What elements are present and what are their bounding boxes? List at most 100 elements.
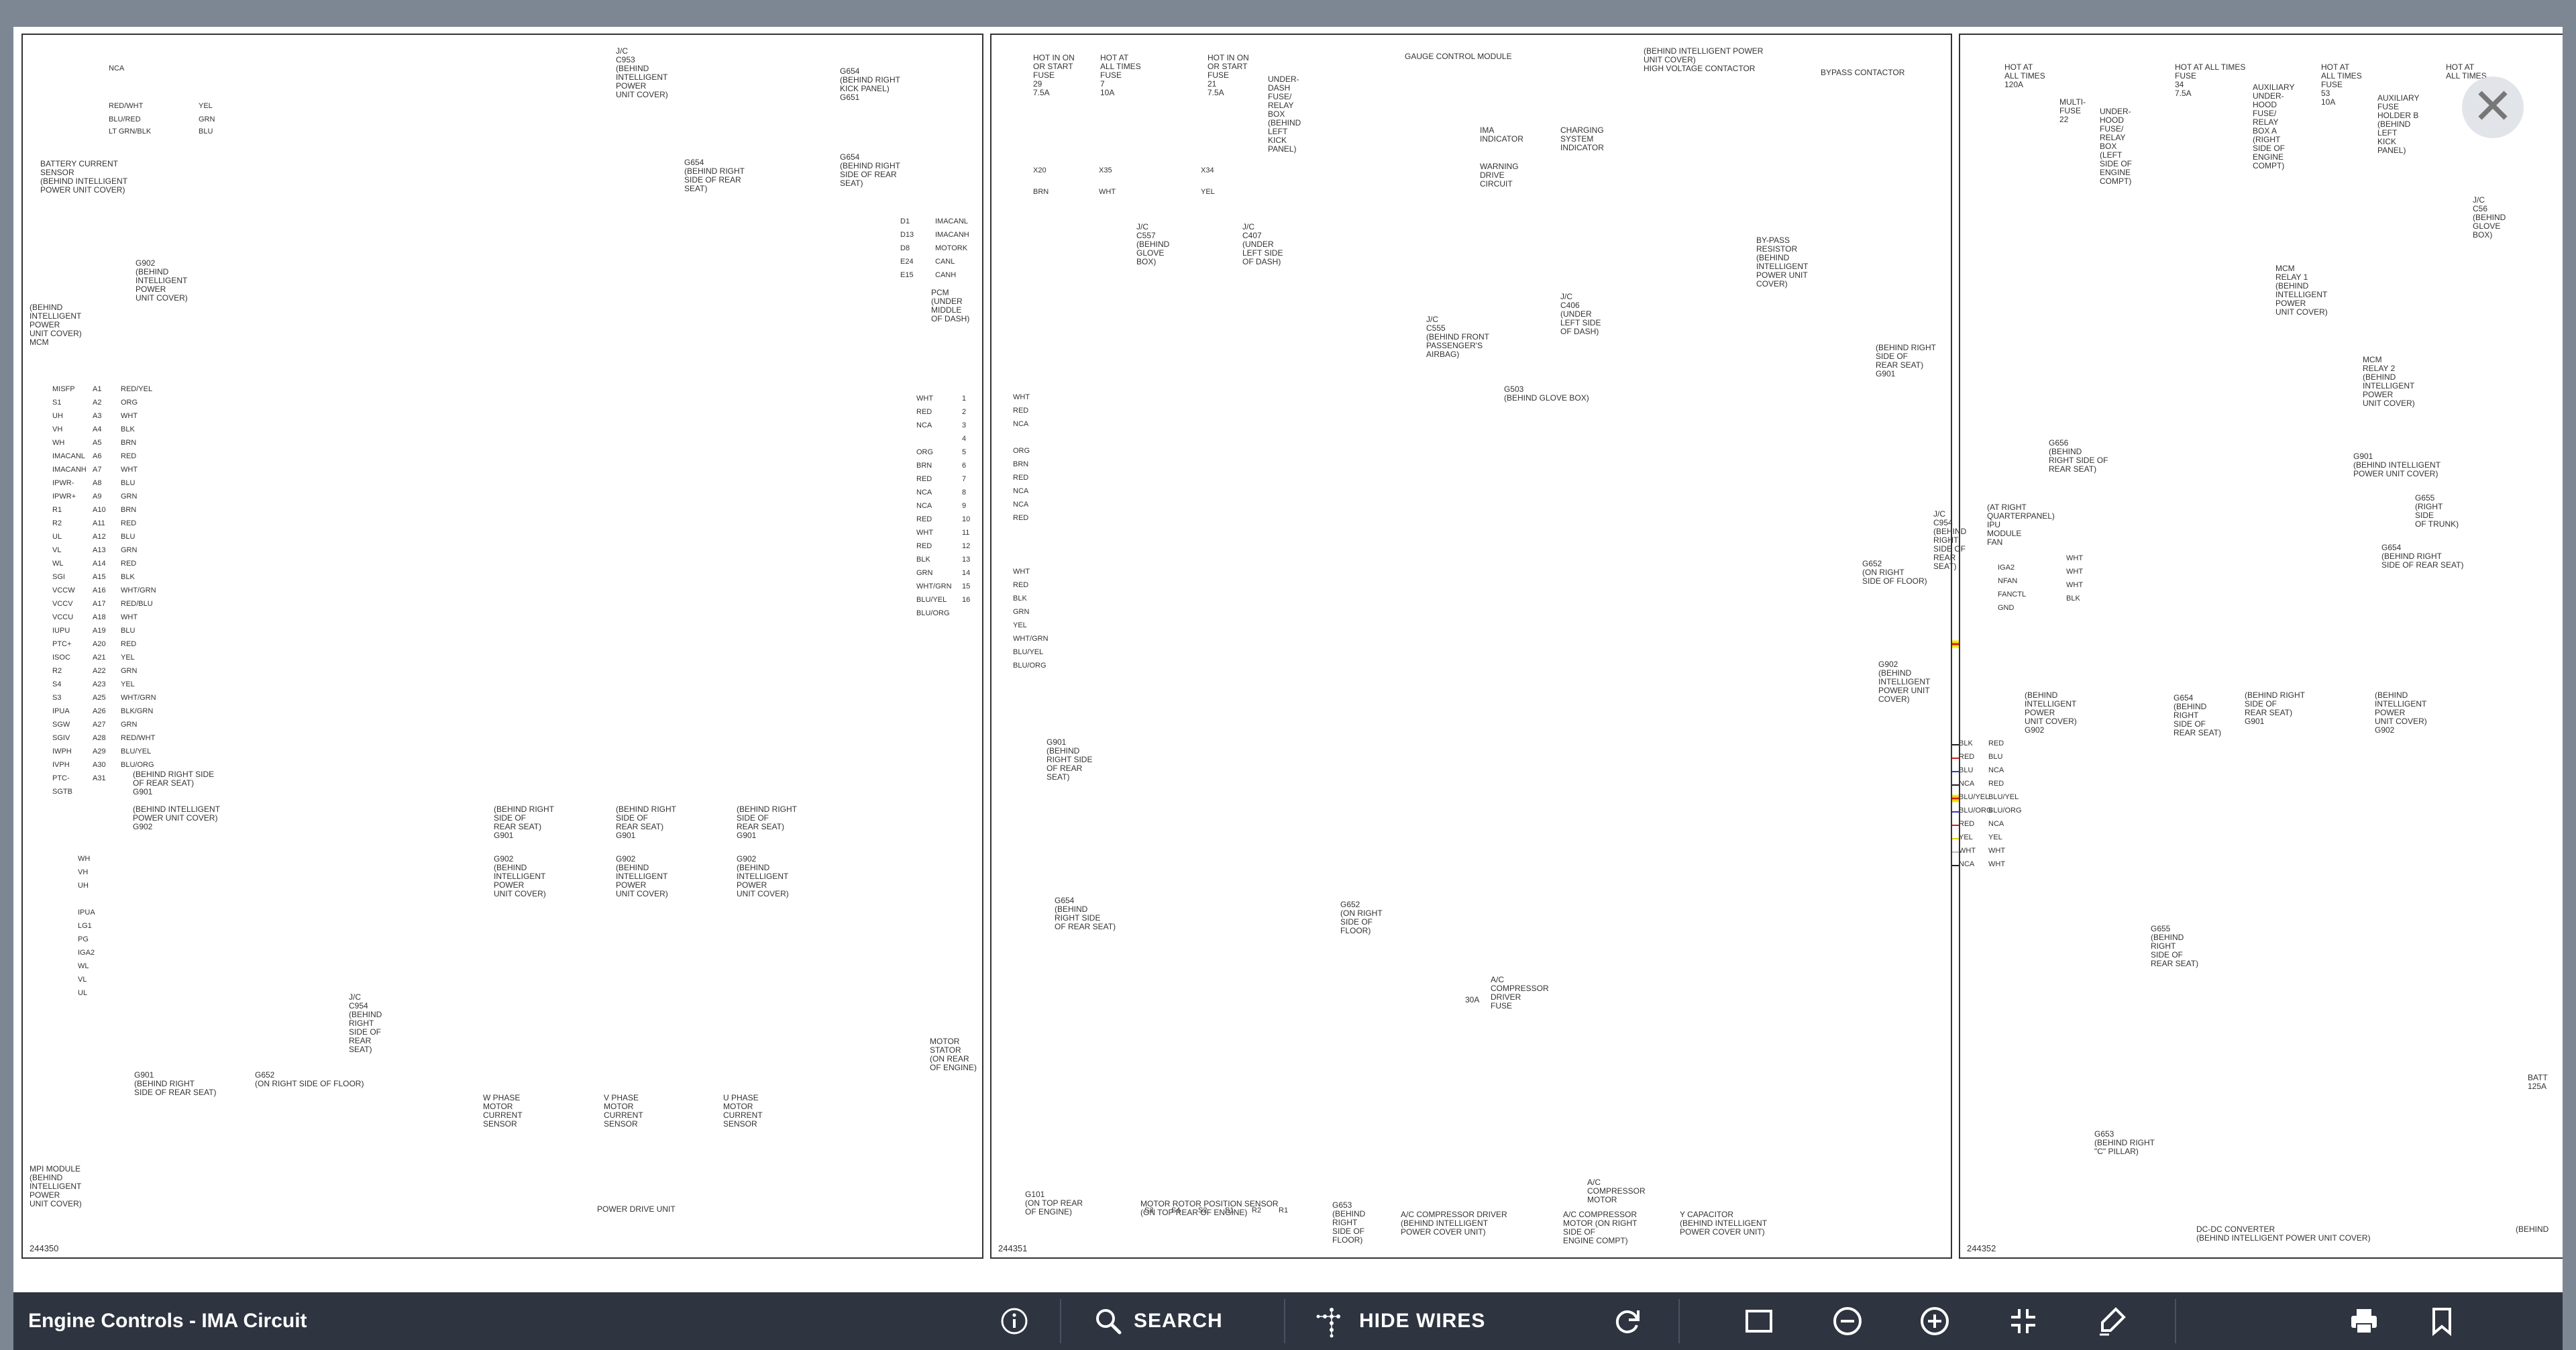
mcm-pin-number: A11: [93, 519, 105, 527]
zoom-out-button[interactable]: [1821, 1292, 1874, 1350]
mpi-pin-name: IGA2: [78, 949, 95, 957]
multi-fuse-label: MULTI- FUSE 22: [2059, 97, 2086, 124]
wire-color: RED: [916, 408, 932, 416]
charging-indicator-label: CHARGING SYSTEM INDICATOR: [1560, 125, 1604, 152]
page-id: 244352: [1967, 1243, 1996, 1253]
info-button[interactable]: [987, 1292, 1041, 1350]
g901-label: G901 (BEHIND RIGHT SIDE OF REAR SEAT): [1046, 737, 1093, 782]
close-button[interactable]: ✕: [2462, 76, 2524, 138]
pcm-pin-number: D1: [900, 217, 910, 225]
rotor-sensor-pin: S3: [1144, 1206, 1154, 1214]
mcm-pin-name: S4: [52, 680, 62, 688]
mcm-pin-number: A23: [93, 680, 106, 688]
ima-indicator-label: IMA INDICATOR: [1480, 125, 1523, 144]
hide-wires-button[interactable]: HIDE WIRES: [1315, 1292, 1529, 1350]
motor-stator-label: MOTOR STATOR (ON REAR OF ENGINE): [930, 1037, 977, 1072]
wire-label: GRN: [199, 115, 215, 123]
wire-number: 15: [962, 582, 971, 590]
mcm-pin-name: MISFP: [52, 385, 75, 393]
mcm-pin-number: A12: [93, 533, 106, 541]
mpi-pin-name: LG1: [78, 922, 92, 930]
mcm-pin-number: A13: [93, 546, 106, 554]
fuse-pin: X34: [1201, 166, 1214, 174]
mpi-pin-name: PG: [78, 935, 89, 943]
mcm-pin-name: WH: [52, 439, 65, 447]
wire-number: 2: [962, 408, 967, 416]
search-button[interactable]: SEARCH: [1093, 1292, 1295, 1350]
toolbar-divider: [1060, 1299, 1061, 1343]
mcm-pin-number: A7: [93, 466, 102, 474]
wire-color: WHT: [916, 395, 934, 403]
mpi-pin-name: WL: [78, 962, 89, 970]
dc-dc-converter-label: DC-DC CONVERTER (BEHIND INTELLIGENT POWE…: [2196, 1225, 2371, 1243]
mcm-wire-color: GRN: [121, 546, 138, 554]
mcm-wire-color: GRN: [121, 667, 138, 675]
fullscreen-button[interactable]: [1996, 1292, 2050, 1350]
fuse-34-label: HOT AT ALL TIMES FUSE 34 7.5A: [2175, 62, 2246, 98]
bookmark-button[interactable]: [2415, 1292, 2469, 1350]
g902-label: (BEHIND INTELLIGENT POWER UNIT COVER) G9…: [133, 804, 221, 831]
wire-number: 12: [962, 542, 971, 550]
fit-page-icon: [1746, 1310, 1772, 1333]
mcm-pin-name: SGIV: [52, 734, 70, 742]
g901-label: (BEHIND RIGHT SIDE OF REAR SEAT) G901: [133, 770, 215, 796]
g653-label: G653 (BEHIND RIGHT "C" PILLAR): [2094, 1129, 2155, 1156]
pcm-pin-name: IMACANL: [935, 217, 968, 225]
fan-pin-name: IGA2: [1998, 564, 2015, 572]
mcm-wire-color: RED: [121, 452, 137, 460]
pcm-pin-number: D8: [900, 244, 910, 252]
wire-color: BLU/ORG: [1013, 662, 1046, 670]
aux-fuse-holder-label: AUXILIARY FUSE HOLDER B (BEHIND LEFT KIC…: [2377, 93, 2420, 155]
mcm-wire-color: RED/BLU: [121, 600, 153, 608]
mcm-pin-name: IPWR+: [52, 492, 76, 501]
wire-color: BRN: [1013, 460, 1029, 468]
wire-color: RED: [1013, 581, 1029, 589]
ipu-module-fan-label: (AT RIGHT QUARTERPANEL) IPU MODULE FAN: [1987, 503, 2055, 547]
pcm-pin-number: E15: [900, 271, 914, 279]
wire-color: NCA: [1959, 860, 1975, 868]
fan-wire-color: BLK: [2066, 594, 2080, 603]
fit-page-button[interactable]: [1732, 1292, 1786, 1350]
wire-color: NCA: [1013, 487, 1029, 495]
mcm-pin-number: A18: [93, 613, 106, 621]
mcm-pin-name: IPUA: [52, 707, 70, 715]
jc-c555-label: J/C C555 (BEHIND FRONT PASSENGER'S AIRBA…: [1426, 315, 1489, 359]
g654-label: G654 (BEHIND RIGHT SIDE OF REAR SEAT): [840, 152, 900, 188]
bookmark-icon: [2432, 1308, 2451, 1337]
wire-color: BRN: [916, 462, 932, 470]
wire-color: NCA: [1988, 820, 2004, 828]
mcm-wire-color: WHT: [121, 412, 138, 420]
pcm-pin-number: D13: [900, 231, 914, 239]
wire-number: 13: [962, 556, 971, 564]
behind-label: (BEHIND: [2516, 1225, 2549, 1234]
wire-color: RED: [1959, 753, 1975, 761]
mcm-pin-name: PTC-: [52, 774, 70, 782]
g652-label: G652 (ON RIGHT SIDE OF FLOOR): [1340, 900, 1383, 935]
mcm-relay-1-label: MCM RELAY 1 (BEHIND INTELLIGENT POWER UN…: [2275, 264, 2328, 317]
document-title: Engine Controls - IMA Circuit: [28, 1310, 307, 1332]
mcm-pin-name: VL: [52, 546, 62, 554]
zoom-in-button[interactable]: [1908, 1292, 1962, 1350]
pcm-pin-name: IMACANH: [935, 231, 969, 239]
w-phase-sensor-label: W PHASE MOTOR CURRENT SENSOR: [483, 1093, 523, 1129]
fuse-21-label: HOT IN ON OR START FUSE 21 7.5A: [1208, 53, 1249, 97]
g503-label: G503 (BEHIND GLOVE BOX): [1504, 384, 1589, 403]
diagram-page-1: 244350: [21, 34, 983, 1259]
print-button[interactable]: [2337, 1292, 2391, 1350]
mcm-pin-name: VH: [52, 425, 63, 433]
mcm-wire-color: BLK/GRN: [121, 707, 154, 715]
wire-color: YEL: [1988, 833, 2002, 841]
mcm-relay-2-label: MCM RELAY 2 (BEHIND INTELLIGENT POWER UN…: [2363, 355, 2415, 408]
refresh-button[interactable]: [1601, 1292, 1654, 1350]
mcm-pin-name: SGTB: [52, 788, 72, 796]
info-icon: [1001, 1308, 1028, 1335]
g654-label: G654 (BEHIND RIGHT SIDE OF REAR SEAT): [1055, 896, 1116, 931]
bypass-resistor-label: BY-PASS RESISTOR (BEHIND INTELLIGENT POW…: [1756, 236, 1809, 289]
mcm-pin-number: A6: [93, 452, 102, 460]
diagram-viewer[interactable]: 244350 244351 244352 BATTERY CURRENT SEN…: [13, 27, 2563, 1292]
mcm-wire-color: YEL: [121, 680, 135, 688]
mcm-wire-color: RED: [121, 519, 137, 527]
diagram-page-2: 244351: [990, 34, 1952, 1259]
mcm-pin-name: S3: [52, 694, 62, 702]
highlight-button[interactable]: [2085, 1292, 2139, 1350]
